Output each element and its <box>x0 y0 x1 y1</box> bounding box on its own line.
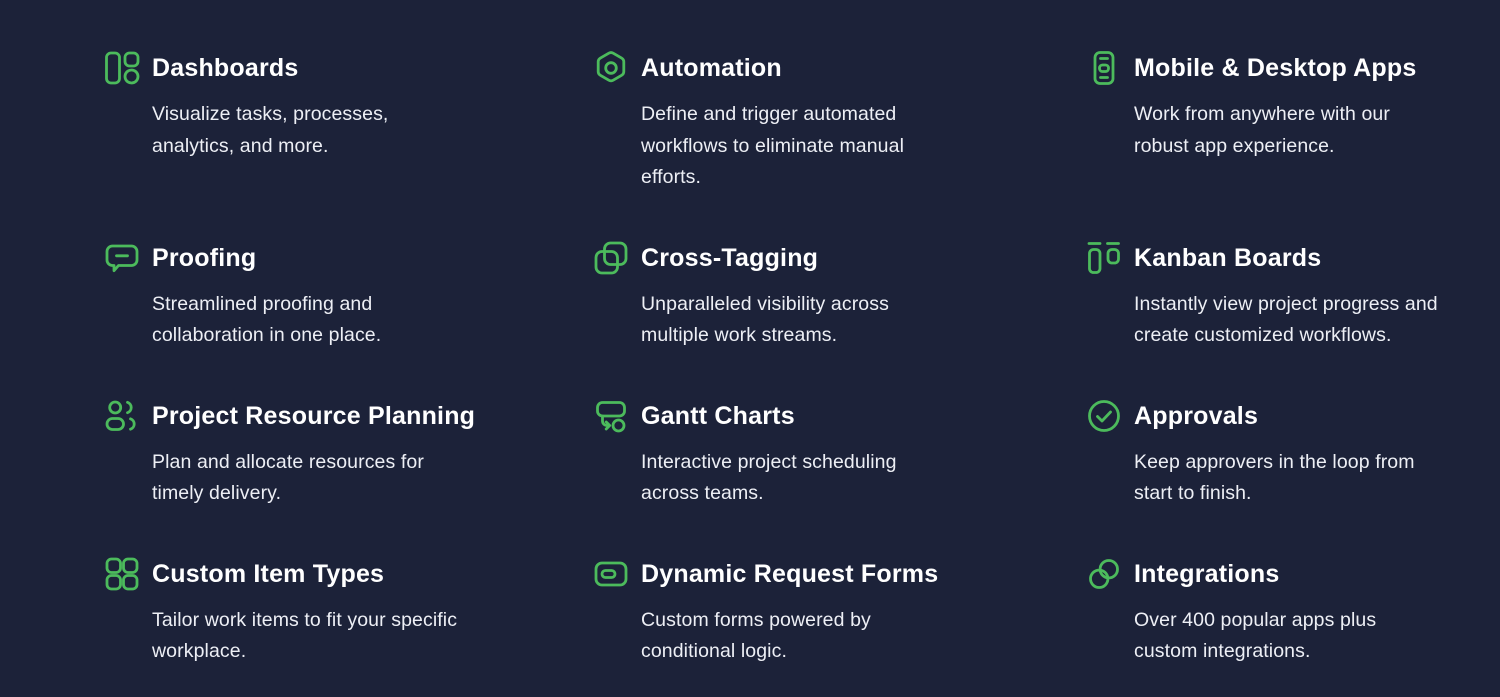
feature-head: Automation <box>593 50 1086 86</box>
feature-card-custom-item-types: Custom Item Types Tailor work items to f… <box>104 556 593 668</box>
feature-description: Streamlined proofing and collaboration i… <box>152 292 382 347</box>
features-grid: Dashboards Visualize tasks, processes, a… <box>104 50 1490 668</box>
feature-description: Custom forms powered by conditional logi… <box>641 608 871 663</box>
feature-description: Tailor work items to fit your specific w… <box>152 608 458 663</box>
feature-description: Instantly view project progress and crea… <box>1134 292 1438 347</box>
dashboards-icon <box>104 50 140 86</box>
feature-description: Over 400 popular apps plus custom integr… <box>1134 608 1377 663</box>
feature-title: Mobile & Desktop Apps <box>1134 54 1417 82</box>
feature-title: Project Resource Planning <box>152 401 476 430</box>
feature-card-dynamic-request-forms: Dynamic Request Forms Custom forms power… <box>593 556 1086 668</box>
feature-head: Gantt Charts <box>593 398 1086 434</box>
feature-card-project-resource-planning: Project Resource Planning Plan and alloc… <box>104 398 593 510</box>
feature-description: Interactive project scheduling across te… <box>641 450 897 505</box>
approvals-icon <box>1086 398 1122 434</box>
custom-item-types-icon <box>104 556 140 592</box>
feature-head: Proofing <box>104 240 593 276</box>
feature-title: Automation <box>641 54 782 82</box>
feature-title: Dynamic Request Forms <box>641 559 939 588</box>
feature-head: Dashboards <box>104 50 593 86</box>
kanban-boards-icon <box>1086 240 1122 276</box>
feature-head: Integrations <box>1086 556 1490 592</box>
feature-title: Approvals <box>1134 401 1259 430</box>
feature-description: Plan and allocate resources for timely d… <box>152 450 424 505</box>
gantt-charts-icon <box>593 398 629 434</box>
feature-head: Dynamic Request Forms <box>593 556 1086 592</box>
feature-head: Mobile & Desktop Apps <box>1086 50 1490 86</box>
feature-title: Kanban Boards <box>1134 243 1322 272</box>
feature-description: Keep approvers in the loop from start to… <box>1134 450 1415 505</box>
feature-card-proofing: Proofing Streamlined proofing and collab… <box>104 240 593 352</box>
feature-title: Gantt Charts <box>641 401 795 430</box>
proofing-icon <box>104 240 140 276</box>
feature-title: Cross-Tagging <box>641 243 819 272</box>
feature-card-automation: Automation Define and trigger automated … <box>593 50 1086 194</box>
feature-title: Proofing <box>152 243 257 272</box>
feature-head: Cross-Tagging <box>593 240 1086 276</box>
integrations-icon <box>1086 556 1122 592</box>
mobile-desktop-apps-icon <box>1086 50 1122 86</box>
feature-description: Visualize tasks, processes, analytics, a… <box>152 103 389 157</box>
feature-head: Kanban Boards <box>1086 240 1490 276</box>
feature-head: Project Resource Planning <box>104 398 593 434</box>
feature-card-dashboards: Dashboards Visualize tasks, processes, a… <box>104 50 593 194</box>
feature-card-integrations: Integrations Over 400 popular apps plus … <box>1086 556 1490 668</box>
feature-card-mobile-desktop-apps: Mobile & Desktop Apps Work from anywhere… <box>1086 50 1490 194</box>
feature-card-gantt-charts: Gantt Charts Interactive project schedul… <box>593 398 1086 510</box>
feature-description: Unparalleled visibility across multiple … <box>641 292 889 347</box>
project-resource-planning-icon <box>104 398 140 434</box>
feature-head: Custom Item Types <box>104 556 593 592</box>
dynamic-request-forms-icon <box>593 556 629 592</box>
feature-head: Approvals <box>1086 398 1490 434</box>
feature-description: Define and trigger automated workflows t… <box>641 103 905 188</box>
feature-card-cross-tagging: Cross-Tagging Unparalleled visibility ac… <box>593 240 1086 352</box>
feature-title: Custom Item Types <box>152 559 385 588</box>
automation-icon <box>593 50 629 86</box>
feature-card-kanban-boards: Kanban Boards Instantly view project pro… <box>1086 240 1490 352</box>
feature-card-approvals: Approvals Keep approvers in the loop fro… <box>1086 398 1490 510</box>
feature-description: Work from anywhere with our robust app e… <box>1134 103 1390 157</box>
feature-title: Dashboards <box>152 54 299 82</box>
feature-title: Integrations <box>1134 559 1280 588</box>
cross-tagging-icon <box>593 240 629 276</box>
